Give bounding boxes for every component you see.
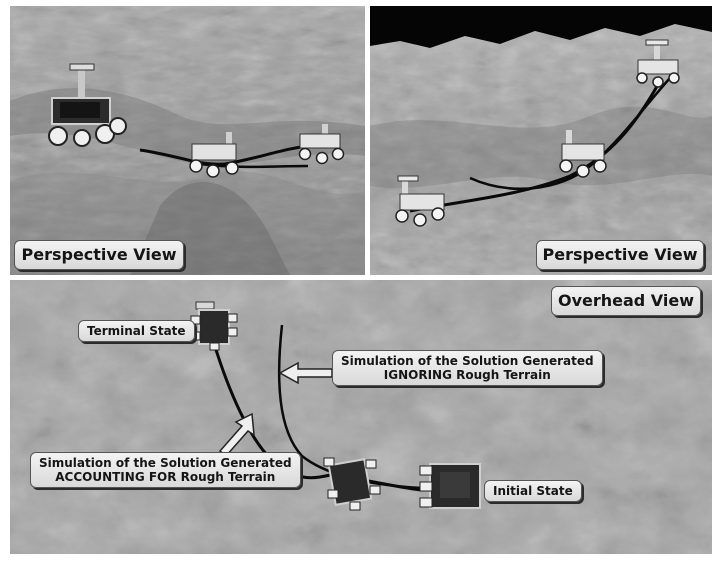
ignoring-annotation-line1: Simulation of the Solution Generated xyxy=(341,354,594,368)
terrain-right xyxy=(370,6,712,275)
rover-mid-overhead xyxy=(323,457,381,511)
terminal-state-label: Terminal State xyxy=(78,320,195,342)
rover-right-3 xyxy=(395,175,445,227)
accounting-annotation-line1: Simulation of the Solution Generated xyxy=(39,456,292,470)
rover-right-2 xyxy=(559,130,607,178)
accounting-annotation: Simulation of the Solution Generated ACC… xyxy=(30,452,301,488)
trajectory-right-b xyxy=(469,77,671,190)
initial-state-label: Initial State xyxy=(484,480,582,502)
perspective-panel-left: Perspective View xyxy=(10,6,365,275)
rover-right-1 xyxy=(636,39,680,88)
rover-left-3 xyxy=(298,124,345,165)
perspective-view-label-right: Perspective View xyxy=(536,240,704,270)
perspective-view-label-left: Perspective View xyxy=(14,240,184,270)
perspective-panel-right: Perspective View xyxy=(370,6,712,275)
overhead-panel: Overhead View Terminal State Initial Sta… xyxy=(10,280,712,554)
rover-terminal xyxy=(190,301,238,351)
overhead-view-label: Overhead View xyxy=(551,286,701,316)
ignoring-annotation-line2: IGNORING Rough Terrain xyxy=(383,368,551,382)
trajectory-left-a xyxy=(139,144,311,166)
rover-initial xyxy=(419,463,481,509)
trajectory-ignoring xyxy=(277,324,423,490)
rover-left-1 xyxy=(48,63,127,147)
rover-left-2 xyxy=(189,132,239,178)
terrain-left xyxy=(10,6,365,275)
accounting-annotation-line2: ACCOUNTING FOR Rough Terrain xyxy=(55,470,276,484)
ignoring-annotation: Simulation of the Solution Generated IGN… xyxy=(332,350,603,386)
